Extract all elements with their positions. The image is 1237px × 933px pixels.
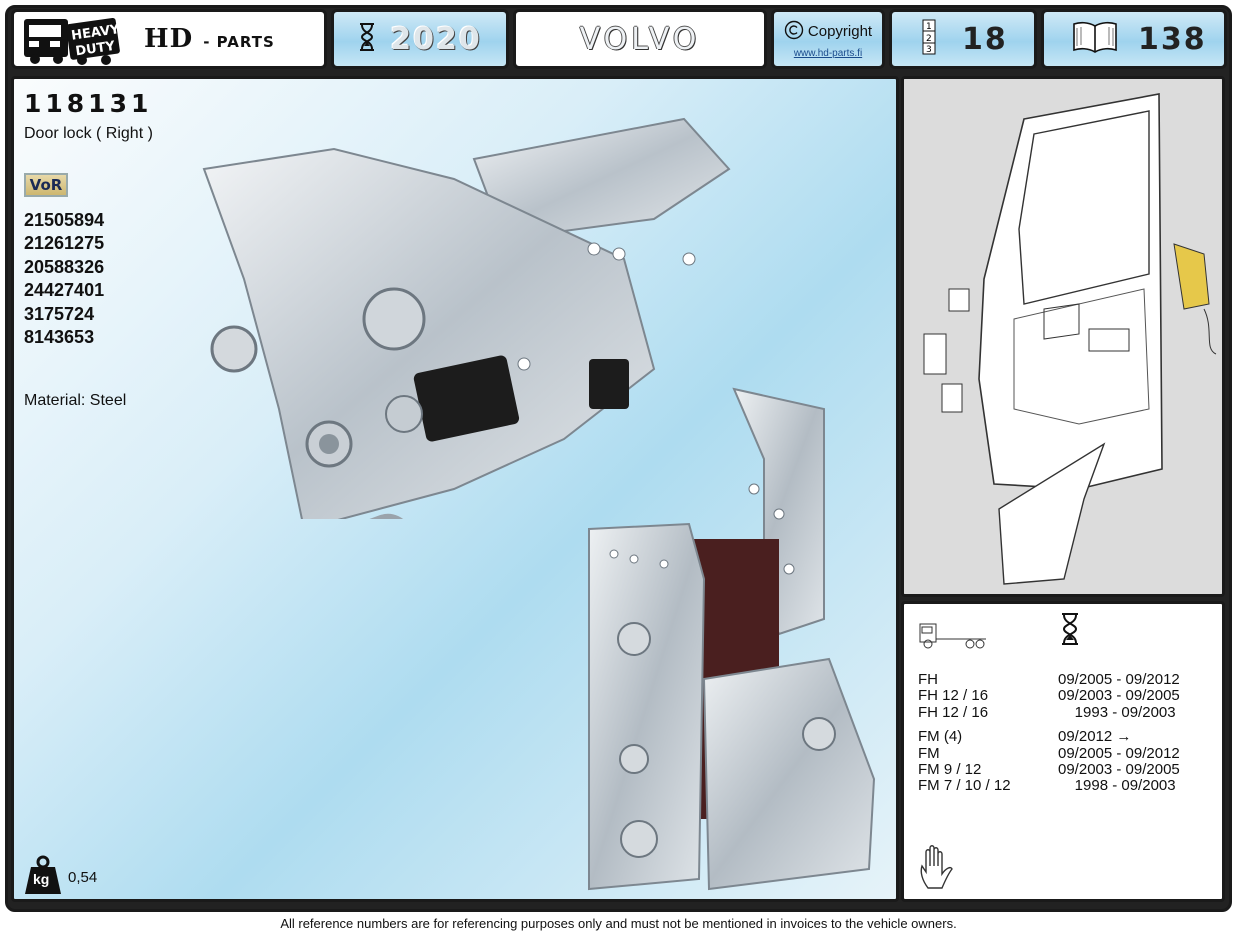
reference-number: 20588326 [24, 256, 105, 277]
year-header: 2020 [331, 9, 509, 69]
model-dates: 09/2005 - 09/2012 [1058, 671, 1180, 688]
brand-main: HD [144, 24, 194, 54]
model-dates: 09/2003 - 09/2005 [1058, 761, 1180, 779]
svg-text:2: 2 [926, 34, 932, 44]
catalog-number: 138 [1138, 21, 1207, 57]
svg-text:1: 1 [926, 22, 932, 32]
catalog-year: 2020 [390, 21, 482, 57]
model-name: FM 9 / 12 [918, 761, 982, 779]
open-book-icon [1072, 20, 1118, 58]
application-row: FM (4) 09/2012 → [918, 728, 1218, 746]
truck-icon [918, 620, 988, 654]
brand-name: HD - PARTS [144, 24, 275, 54]
vor-badge: VoR [24, 173, 68, 197]
reference-number: 8143653 [24, 327, 95, 348]
model-name: FM 7 / 10 / 12 [918, 777, 1011, 795]
brand-header: HEAVY DUTY HD - PARTS [11, 9, 327, 69]
brand-suffix: - PARTS [203, 33, 275, 51]
door-diagram-panel [901, 76, 1225, 597]
application-row: FH 12 / 16 1993 - 09/2003 [918, 703, 1218, 721]
copyright-label: Copyright [807, 23, 873, 40]
reference-number: 21505894 [24, 210, 105, 230]
svg-text:DUTY: DUTY [75, 39, 117, 59]
application-row: FM 9 / 12 09/2003 - 09/2005 [918, 761, 1218, 779]
weight-info: kg 0,54 [24, 855, 97, 899]
hand-icon [916, 844, 962, 894]
reference-list: 21505894 21261275 20588326 24427401 3175… [24, 209, 104, 349]
door-exploded-diagram [904, 79, 1222, 594]
weight-icon [24, 855, 62, 899]
weight-unit: kg [33, 871, 50, 887]
application-row: FM 09/2005 - 09/2012 [918, 744, 1218, 762]
model-name: FM [918, 744, 940, 762]
model-dates: 1998 - 09/2003 [1058, 777, 1176, 795]
model-name: FH [918, 671, 938, 688]
part-description: Door lock ( Right ) [24, 125, 153, 142]
model-dates: 09/2012 → [1058, 728, 1132, 746]
door-lock-photo-bottom [579, 379, 879, 899]
heavy-duty-truck-logo: HEAVY DUTY [22, 13, 121, 65]
svg-text:HEAVY: HEAVY [70, 22, 120, 44]
copyright-line: Copyright [784, 20, 872, 44]
weight-value: 0,54 [68, 868, 98, 886]
make-header: VOLVO [513, 9, 767, 69]
catalog-header: 138 [1041, 9, 1227, 69]
copyright-icon [784, 20, 804, 44]
model-dates: 09/2005 - 09/2012 [1058, 744, 1180, 762]
model-dates: 09/2003 - 09/2005 [1058, 687, 1180, 705]
product-panel: 118131 Door lock ( Right ) VoR 21505894 … [11, 76, 899, 902]
hourglass-icon [358, 22, 376, 56]
copyright-header: Copyright www.hd-parts.fi [771, 9, 885, 69]
reference-number: 24427401 [24, 280, 105, 301]
model-name: FH 12 / 16 [918, 687, 989, 705]
svg-text:3: 3 [926, 45, 932, 55]
model-name: FH 12 / 16 [918, 703, 989, 721]
vehicle-make: VOLVO [579, 21, 701, 57]
hourglass-icon [1060, 612, 1080, 650]
reference-number: 3175724 [24, 303, 95, 324]
application-row: FH 09/2005 - 09/2012 [918, 671, 1218, 688]
disclaimer-footer: All reference numbers are for referencin… [280, 916, 957, 931]
application-row: FM 7 / 10 / 12 1998 - 09/2003 [918, 777, 1218, 795]
material-label: Material: Steel [24, 392, 127, 409]
website-link[interactable]: www.hd-parts.fi [793, 47, 863, 59]
application-table: FH 09/2005 - 09/2012 FH 12 / 16 09/2003 - … [918, 671, 1218, 795]
reference-number: 21261275 [24, 233, 105, 254]
page-number: 18 [962, 21, 1008, 57]
application-panel: FH 09/2005 - 09/2012 FH 12 / 16 09/2003 - … [901, 601, 1225, 902]
model-name: FM (4) [918, 728, 963, 746]
application-row: FH 12 / 16 09/2003 - 09/2005 [918, 687, 1218, 705]
part-number: 118131 [24, 89, 153, 118]
model-dates: 1993 - 09/2003 [1058, 703, 1176, 721]
